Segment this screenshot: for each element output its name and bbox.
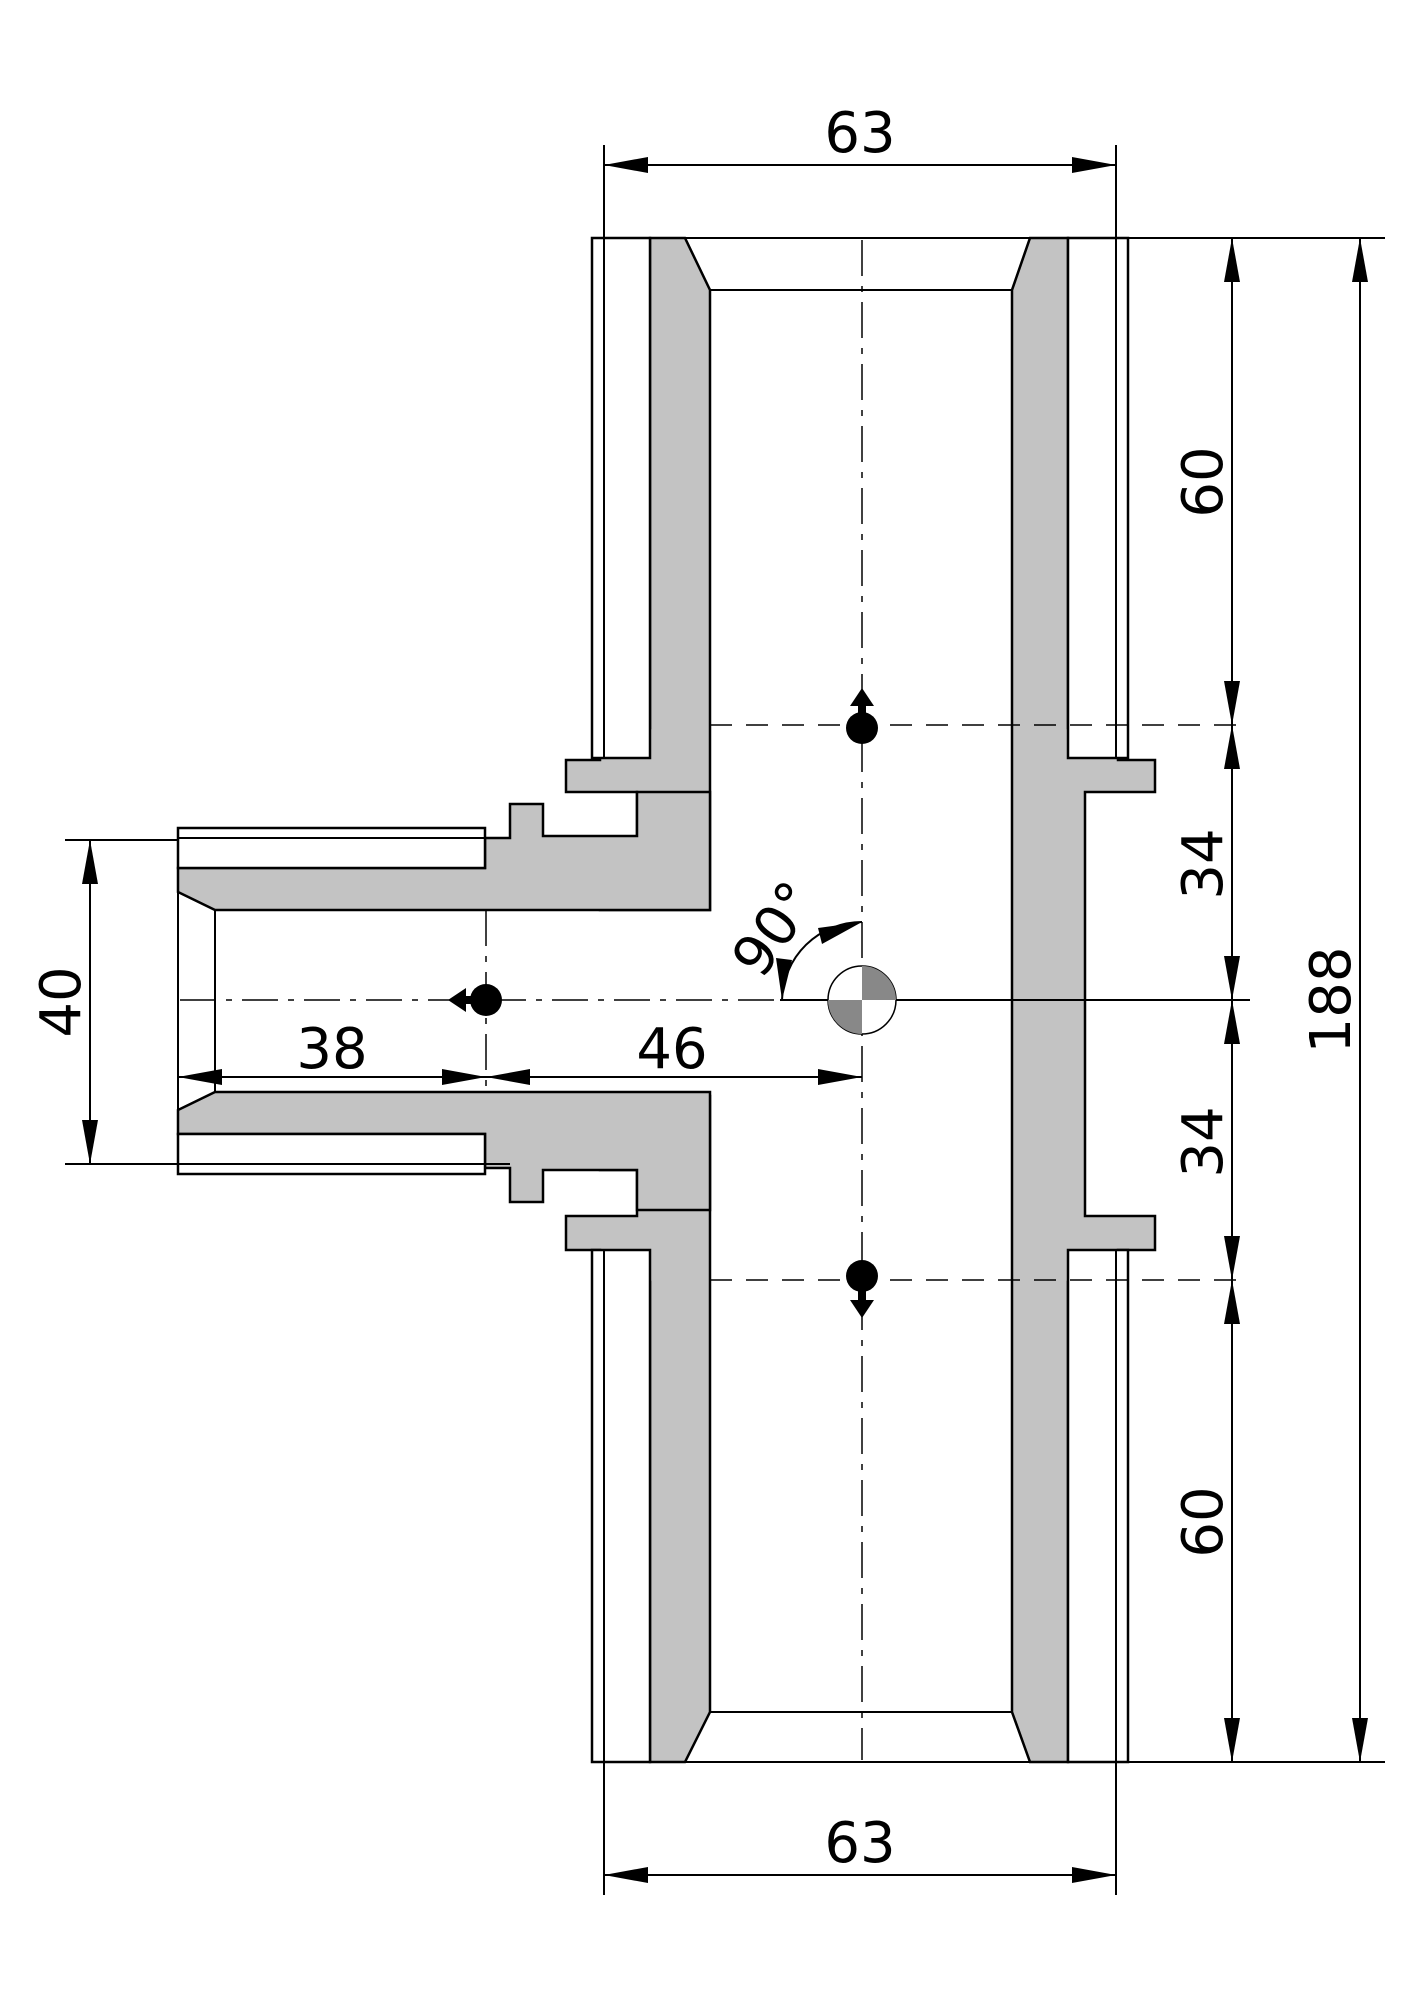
branch-angle-label: 90° [720,870,830,989]
left-pipe-shell-upper [590,236,652,760]
upper-socket-depth-label: 60 [1171,446,1236,517]
branch-shell-lower [176,1132,487,1176]
dimension-lines [65,145,1385,1895]
branch-offset-label: 46 [636,1017,707,1082]
branch-diameter-label: 40 [29,966,94,1037]
lower-offset-label: 34 [1171,1106,1236,1177]
branch-socket-depth-label: 38 [296,1017,367,1082]
right-pipe-shell-upper [1066,236,1130,760]
left-pipe-shell-lower [590,1248,652,1764]
overall-length-label: 188 [1299,947,1364,1054]
bottom-width-label: 63 [824,1811,895,1876]
flow-markers [448,688,878,1318]
right-pipe-shell-lower [1066,1248,1130,1764]
top-width-label: 63 [824,101,895,166]
center-symbol [827,965,897,1035]
branch-body [176,790,712,1212]
upper-offset-label: 34 [1171,828,1236,899]
branch-shell-upper [176,826,487,870]
lower-socket-depth-label: 60 [1171,1486,1236,1557]
